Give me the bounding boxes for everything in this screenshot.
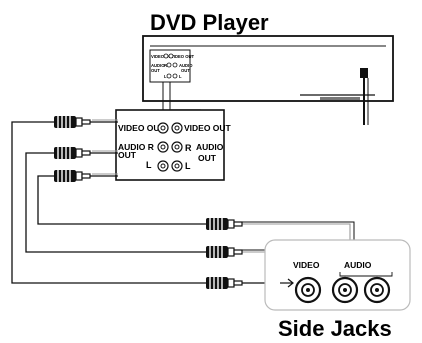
panel-video-out-right: VIDEO OUT <box>184 123 232 133</box>
dvd-face-l: L <box>164 74 167 79</box>
rca-plug-icon <box>53 115 91 129</box>
rca-plug-icon <box>205 217 243 231</box>
rca-plug-icon <box>53 146 91 160</box>
side-audio-label: AUDIO <box>344 260 372 270</box>
dvd-face-audio: AUDIO <box>151 63 165 68</box>
dvd-face-video-out-right: VIDEO OUT <box>171 54 194 59</box>
side-jacks-panel: VIDEO AUDIO <box>264 239 411 311</box>
panel-out-left: OUT <box>118 150 137 160</box>
rca-jack-icon <box>294 276 322 304</box>
audio-l-jack-left-icon <box>157 160 169 172</box>
rca-plug-icon <box>205 276 243 290</box>
dvd-player-unit: VIDEO OUT VIDEO OUT AUDIO R AUDIO OUT OU… <box>142 35 394 125</box>
dvd-face-out: OUT <box>151 68 160 73</box>
side-video-label: VIDEO <box>293 260 320 270</box>
panel-l-left: L <box>146 160 152 170</box>
panel-video-out-left: VIDEO OUT <box>118 123 166 133</box>
panel-r: R <box>185 143 192 153</box>
panel-audio-r: AUDIO R <box>118 142 154 152</box>
dvd-face-video-out-left: VIDEO OUT <box>151 54 174 59</box>
video-cable <box>11 121 206 284</box>
video-out-jack-left-icon <box>157 122 169 134</box>
audio-l-jack-right-icon <box>171 160 183 172</box>
dvd-face-out-right: OUT <box>181 68 190 73</box>
rca-jack-icon <box>363 276 391 304</box>
audio-r-jack-right-icon <box>171 141 183 153</box>
dvd-player-title: DVD Player <box>150 10 269 35</box>
rca-jack-icon <box>331 276 359 304</box>
panel-l-right: L <box>185 161 191 171</box>
dvd-face-r: R <box>164 63 167 68</box>
rca-plug-icon <box>205 245 243 259</box>
dvd-face-audio-right: AUDIO <box>179 63 193 68</box>
magnified-jack-panel: VIDEO OUT VIDEO OUT AUDIO R OUT R AUDIO … <box>115 109 232 181</box>
panel-out-right: OUT <box>198 153 217 163</box>
audio-r-cable <box>25 152 206 253</box>
panel-audio: AUDIO <box>196 142 224 152</box>
video-out-jack-right-icon <box>171 122 183 134</box>
side-jacks-title: Side Jacks <box>278 316 392 341</box>
dvd-face-l-right: L <box>179 74 182 79</box>
rca-plug-icon <box>53 169 91 183</box>
audio-l-cable <box>37 175 206 225</box>
audio-r-jack-left-icon <box>157 141 169 153</box>
power-button-icon <box>360 68 368 78</box>
